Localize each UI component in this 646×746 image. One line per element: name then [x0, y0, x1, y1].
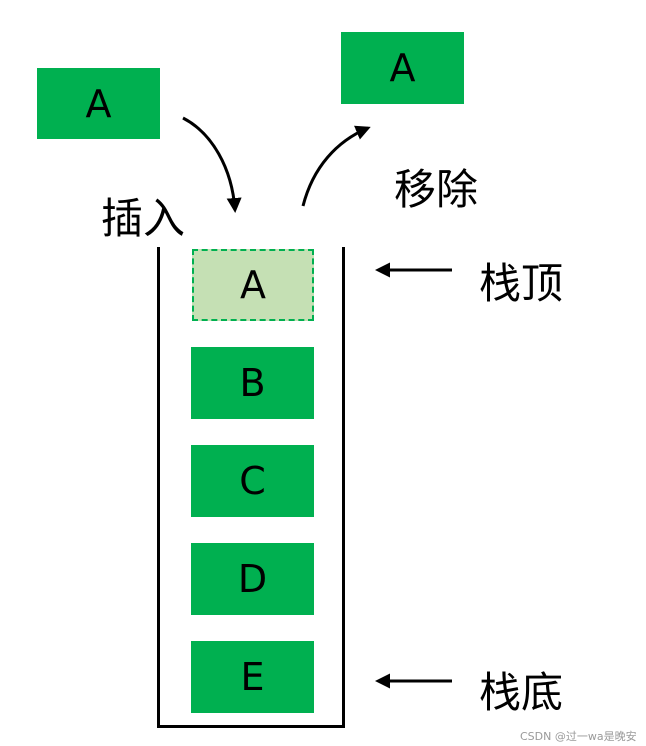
stack-right-wall	[342, 247, 345, 728]
remove-label: 移除	[394, 165, 479, 214]
stack-item: B	[191, 347, 314, 419]
insert-arrow	[182, 116, 242, 213]
stack-bottom-wall	[157, 725, 345, 728]
stack-left-wall	[157, 247, 160, 728]
stack-item-top: A	[192, 249, 314, 321]
removed-element-a: A	[341, 32, 464, 104]
remove-arrow	[301, 125, 371, 207]
stack-item: C	[191, 445, 314, 517]
insert-label: 插入	[101, 194, 186, 243]
stack-bottom-label: 栈底	[479, 668, 564, 717]
stack-item: D	[191, 543, 314, 615]
stack-top-label: 栈顶	[479, 259, 564, 308]
watermark: CSDN @过一wa是晚安	[520, 730, 637, 743]
stack-item-bottom: E	[191, 641, 314, 713]
incoming-element-a: A	[37, 68, 160, 139]
